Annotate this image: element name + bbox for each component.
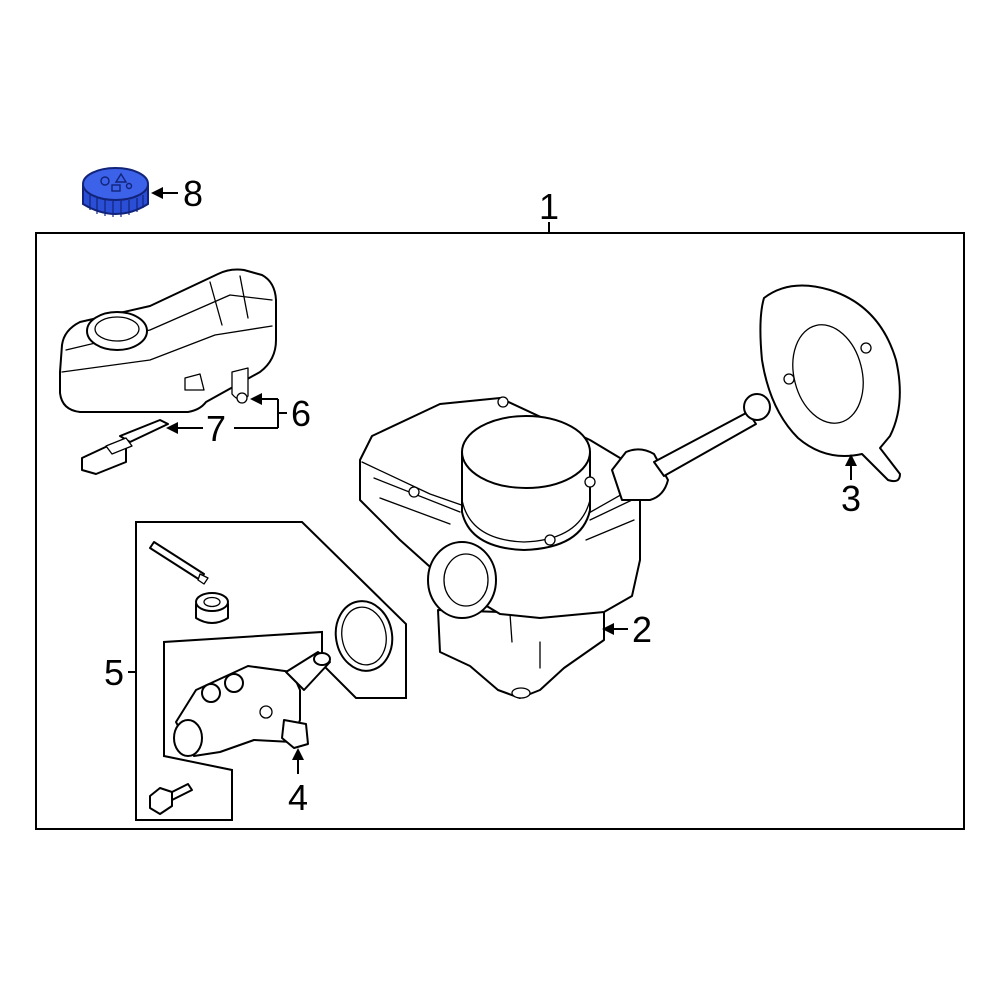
booster-motor-cap [461,415,591,489]
callout-8-label[interactable]: 8 [183,173,203,214]
tank-step [209,275,249,326]
callout-6-bracket [250,393,287,428]
kit-seal-ring[interactable] [330,597,397,676]
callout-8-arrow [151,187,178,199]
callout-5-label[interactable]: 5 [104,652,124,693]
cap-ridges [89,195,144,217]
tank-outlet-left [184,373,205,391]
booster-motor-band [461,499,591,543]
callout-3-arrow [845,454,857,480]
callout-7-label[interactable]: 7 [206,408,226,449]
gasket-part-3[interactable] [759,284,901,483]
gasket-center-hole [792,324,864,424]
reservoir-tank[interactable] [59,268,277,413]
booster-port-inner [443,553,489,607]
cap-symbols-icon [100,172,133,192]
booster-base-stud [511,687,531,699]
tank-outlet-port [236,392,248,404]
gasket-bolt-hole-2 [783,373,795,385]
callout-2-label[interactable]: 2 [632,609,652,650]
callout-4-arrow [292,748,304,774]
cylinder-bore-end [313,652,331,666]
kit-grommet[interactable] [195,592,229,624]
cylinder-port-1 [201,683,221,703]
kit-frame-part-5 [135,521,407,821]
callout-3-label[interactable]: 3 [841,478,861,519]
booster-pushrod-boot [611,448,669,501]
booster-bolt-4 [584,476,596,488]
booster-bolt-3 [544,534,556,546]
booster-lower-edge [509,613,541,669]
kit-bolt[interactable] [149,783,193,815]
cylinder-port-3 [259,705,273,719]
kit-pin[interactable] [149,541,209,585]
booster-bolt-2 [408,486,420,498]
booster-pushrod-clevis [743,393,771,421]
tank-filler-inner [94,316,140,342]
brake-booster-part-2[interactable] [359,393,771,699]
sensor-collar [105,437,133,455]
gasket-bolt-hole-1 [860,342,872,354]
cap-top [82,167,149,201]
cylinder-front-face [173,719,203,757]
tank-mid-seam [61,325,273,373]
booster-pushrod [653,411,757,477]
callout-1-label[interactable]: 1 [539,186,559,227]
callout-4-label[interactable]: 4 [288,777,308,818]
master-cylinder-part-4[interactable] [173,651,331,757]
assembly-frame [35,232,965,830]
callout-6-label[interactable]: 6 [291,393,311,434]
level-sensor-part-7[interactable] [81,419,169,475]
reservoir-cap-part-8[interactable] [82,167,149,217]
callout-2-arrow [602,623,628,635]
cylinder-port-2 [224,673,244,693]
booster-bolt-1 [497,396,509,408]
cylinder-flange [281,719,309,749]
callout-7-arrow [166,422,278,434]
